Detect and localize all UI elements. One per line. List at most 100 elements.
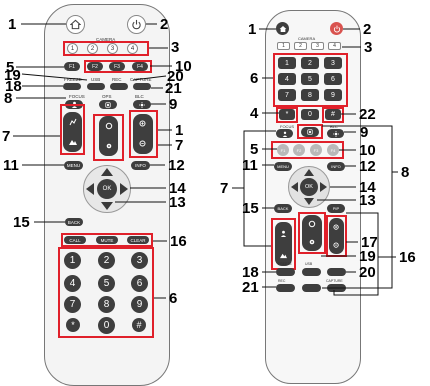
callout-1-left: 1 xyxy=(8,16,17,33)
ops-button-right[interactable] xyxy=(301,127,319,137)
callout-2-right: 2 xyxy=(363,21,372,38)
blc-button[interactable] xyxy=(133,100,151,109)
zoom-out-icon xyxy=(139,140,146,147)
numpad-0[interactable]: 0 xyxy=(98,317,115,334)
camera-2-button-right[interactable]: 2 xyxy=(294,42,307,50)
callout-14-left: 14 xyxy=(169,180,186,197)
clear-button[interactable]: CLEAR xyxy=(127,236,149,244)
rec-label-right: REC xyxy=(278,279,286,283)
star-button-right[interactable]: * xyxy=(279,109,295,120)
focus-near-far-rocker[interactable] xyxy=(63,112,82,152)
f3-button-right[interactable]: F3 xyxy=(310,144,322,156)
numpad-right-5[interactable]: 5 xyxy=(301,73,319,85)
focus-near-far-rocker-right[interactable] xyxy=(275,222,292,266)
numpad-6[interactable]: 6 xyxy=(131,275,148,292)
dpad-left-arrow xyxy=(291,182,298,192)
f2-button-right[interactable]: F2 xyxy=(293,144,305,156)
rec-button-right[interactable] xyxy=(327,268,346,276)
numpad-3[interactable]: 3 xyxy=(131,252,148,269)
usb-button[interactable] xyxy=(87,83,105,90)
mute-button[interactable]: MUTE xyxy=(96,236,118,244)
zoom-rocker[interactable] xyxy=(133,114,153,154)
record-stop-button-right[interactable] xyxy=(302,284,321,292)
numpad-right-4[interactable]: 4 xyxy=(278,73,296,85)
ops-rotate-rocker-right[interactable] xyxy=(302,215,322,251)
capture-button[interactable] xyxy=(133,83,151,90)
freeze-button[interactable] xyxy=(63,83,81,90)
ops-label: OPS xyxy=(102,94,112,99)
home-button[interactable] xyxy=(66,15,85,34)
callout-4-right: 4 xyxy=(250,105,259,122)
back-button-right[interactable]: BACK xyxy=(274,204,292,213)
usb-button-right[interactable] xyxy=(302,268,321,276)
ok-button[interactable]: OK xyxy=(97,179,117,199)
f1-button[interactable]: F1 xyxy=(64,62,80,71)
home-button-right[interactable] xyxy=(276,22,289,35)
callout-21-left: 21 xyxy=(165,80,182,97)
info-button-right[interactable]: INFO xyxy=(327,162,345,171)
hash-button[interactable]: # xyxy=(132,318,146,332)
numpad-right-3[interactable]: 3 xyxy=(324,57,342,69)
numpad-right-2[interactable]: 2 xyxy=(301,57,319,69)
f1-button-right[interactable]: F1 xyxy=(277,144,289,156)
power-button[interactable] xyxy=(127,15,146,34)
preset-ops-highlight xyxy=(93,114,124,161)
numpad-right-1[interactable]: 1 xyxy=(278,57,296,69)
camera-2-button[interactable]: 2 xyxy=(87,43,98,54)
call-button[interactable]: CALL xyxy=(64,236,86,244)
numpad-right-7[interactable]: 7 xyxy=(278,89,296,101)
freeze-button-right[interactable] xyxy=(276,268,295,276)
power-button-right[interactable] xyxy=(330,22,343,35)
rec-button[interactable] xyxy=(110,83,128,90)
callout-13-right: 13 xyxy=(359,192,376,209)
ok-button-right[interactable]: OK xyxy=(300,178,318,196)
callout-19-left: 19 xyxy=(4,67,21,84)
numpad-7[interactable]: 7 xyxy=(64,296,81,313)
settings-gear-icon xyxy=(106,143,111,149)
dpad-up-arrow xyxy=(304,169,314,176)
f4-button[interactable]: F4 xyxy=(132,62,148,71)
ops-rotate-rocker[interactable] xyxy=(99,116,118,156)
camera-1-button-right[interactable]: 1 xyxy=(277,42,290,50)
f3-button[interactable]: F3 xyxy=(109,62,125,71)
zoom-rocker-right[interactable] xyxy=(329,218,344,254)
numpad-4[interactable]: 4 xyxy=(64,275,81,292)
numpad-right-9[interactable]: 9 xyxy=(324,89,342,101)
callout-9-right: 9 xyxy=(360,124,369,141)
camera-4-button[interactable]: 4 xyxy=(127,43,138,54)
numpad-5[interactable]: 5 xyxy=(98,275,115,292)
settings-gear-icon xyxy=(309,239,315,245)
f4-button-right[interactable]: F4 xyxy=(327,144,339,156)
camera-1-button[interactable]: 1 xyxy=(67,43,78,54)
home-icon xyxy=(70,19,81,30)
focus-auto-button-right[interactable] xyxy=(276,129,293,138)
menu-button[interactable]: MENU xyxy=(64,161,83,170)
numpad-9[interactable]: 9 xyxy=(131,296,148,313)
zoom-highlight xyxy=(129,110,158,158)
focus-label: FOCUS xyxy=(69,94,85,99)
ops-button[interactable] xyxy=(99,100,117,109)
numpad-right-0[interactable]: 0 xyxy=(301,109,319,120)
menu-button-right[interactable]: MENU xyxy=(274,162,292,171)
numpad-right-6[interactable]: 6 xyxy=(324,73,342,85)
back-button[interactable]: BACK xyxy=(65,218,83,226)
callout-15-left: 15 xyxy=(13,214,30,231)
camera-3-button-right[interactable]: 3 xyxy=(311,42,324,50)
hash-button-right[interactable]: # xyxy=(325,109,341,120)
numpad-right-8[interactable]: 8 xyxy=(301,89,319,101)
blc-button-right[interactable] xyxy=(327,129,344,138)
numpad-1[interactable]: 1 xyxy=(64,252,81,269)
record-start-button-right[interactable] xyxy=(276,284,295,292)
info-button[interactable]: INFO xyxy=(131,161,150,170)
callout-10-right: 10 xyxy=(359,142,376,159)
callout-18-right: 18 xyxy=(242,264,259,281)
callout-22-right: 22 xyxy=(359,106,376,123)
camera-4-button-right[interactable]: 4 xyxy=(328,42,341,50)
numpad-8[interactable]: 8 xyxy=(98,296,115,313)
f2-button[interactable]: F2 xyxy=(87,62,103,71)
dpad-down-arrow xyxy=(101,202,113,210)
numpad-2[interactable]: 2 xyxy=(98,252,115,269)
star-button[interactable]: * xyxy=(66,318,80,332)
camera-3-button[interactable]: 3 xyxy=(107,43,118,54)
pip-button-right[interactable]: PIP xyxy=(327,204,345,213)
